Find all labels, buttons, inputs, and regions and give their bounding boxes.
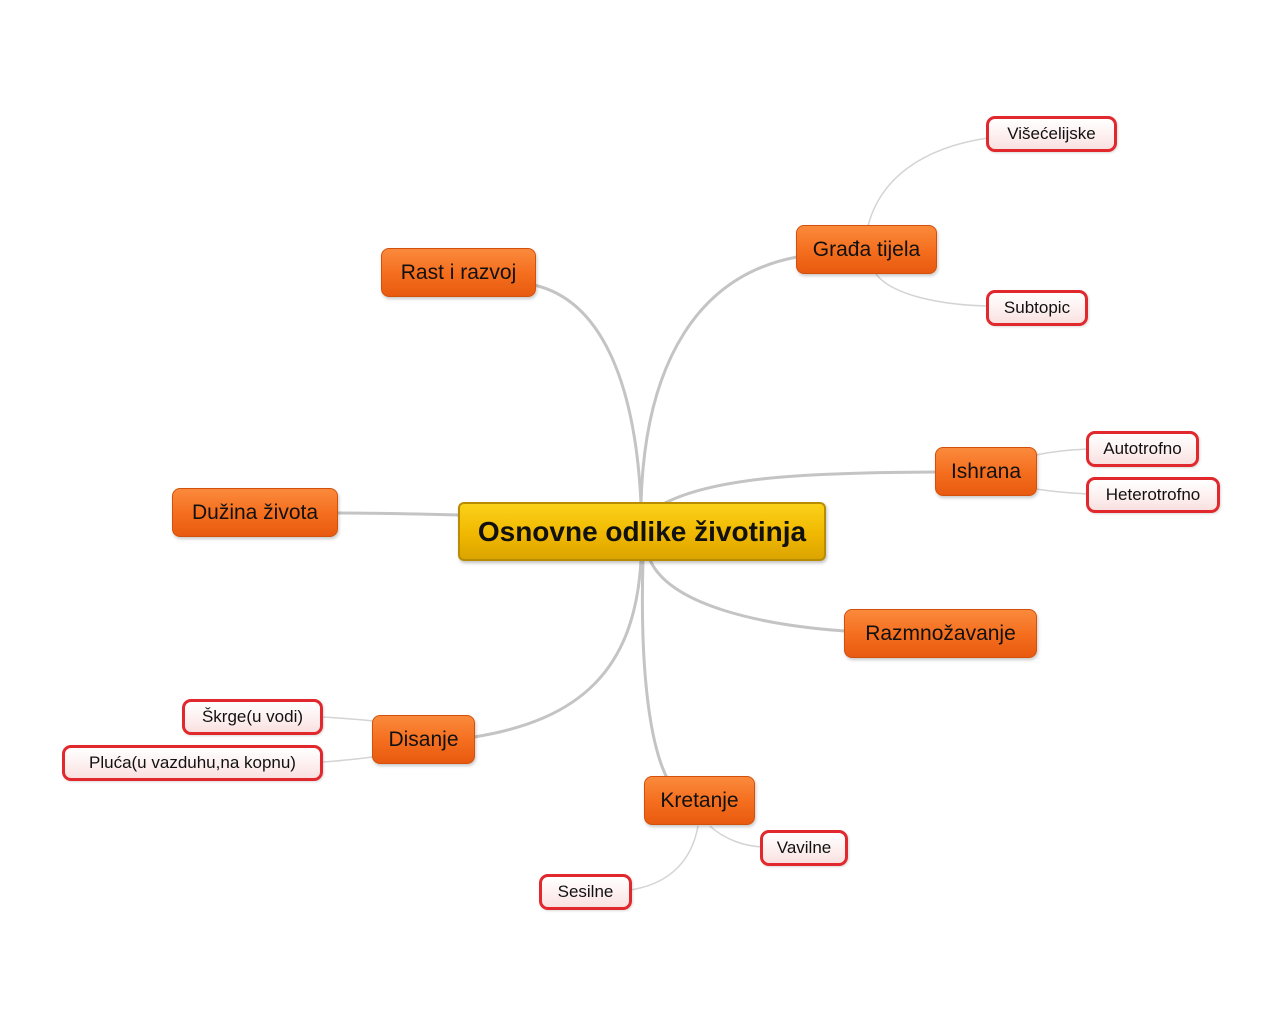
link-kretanje <box>640 559 669 779</box>
link-gradja <box>639 255 798 504</box>
subtopic-label: Sesilne <box>557 882 614 901</box>
subtopic-label: Subtopic <box>1003 298 1071 317</box>
subtopic-visecelijske[interactable]: Višećelijske <box>986 116 1117 152</box>
link-vavilne <box>709 825 763 848</box>
subtopic-subtopic[interactable]: Subtopic <box>986 290 1088 326</box>
central-topic[interactable]: Osnovne odlike životinja <box>458 502 826 561</box>
subtopic-label: Vavilne <box>776 838 832 857</box>
topic-disanje[interactable]: Disanje <box>372 715 475 764</box>
subtopic-vavilne[interactable]: Vavilne <box>760 830 848 866</box>
subtopic-label: Pluća(u vazduhu,na kopnu) <box>89 753 296 772</box>
link-sesilne <box>629 825 699 891</box>
link-razmnozavanje <box>648 559 846 633</box>
subtopic-sesilne[interactable]: Sesilne <box>539 874 632 910</box>
subtopic-label: Heterotrofno <box>1105 485 1201 504</box>
topic-label: Razmnožavanje <box>865 621 1016 645</box>
topic-label: Dužina života <box>191 500 319 524</box>
topic-ishrana[interactable]: Ishrana <box>935 447 1037 496</box>
topic-label: Kretanje <box>660 788 739 812</box>
link-visecelijske <box>867 137 989 227</box>
topic-label: Građa tijela <box>812 237 921 261</box>
subtopic-autotrofno[interactable]: Autotrofno <box>1086 431 1199 467</box>
subtopic-label: Višećelijske <box>1007 124 1096 143</box>
link-disanje <box>473 559 643 739</box>
link-skrge <box>321 716 374 722</box>
topic-rast-i-razvoj[interactable]: Rast i razvoj <box>381 248 536 297</box>
topic-label: Ishrana <box>950 459 1022 483</box>
link-rast <box>533 283 643 504</box>
subtopic-skrge[interactable]: Škrge(u vodi) <box>182 699 323 735</box>
topic-duzina-zivota[interactable]: Dužina života <box>172 488 338 537</box>
central-topic-label: Osnovne odlike životinja <box>477 515 807 547</box>
link-autotrofno <box>1035 448 1089 456</box>
topic-label: Disanje <box>388 727 459 751</box>
link-ishrana <box>664 470 937 505</box>
topic-kretanje[interactable]: Kretanje <box>644 776 755 825</box>
topic-razmnozavanje[interactable]: Razmnožavanje <box>844 609 1037 658</box>
link-subtopic <box>875 273 989 307</box>
topic-gradja-tijela[interactable]: Građa tijela <box>796 225 937 274</box>
subtopic-label: Škrge(u vodi) <box>201 707 304 726</box>
link-heterotrofno <box>1035 488 1089 495</box>
link-duzina <box>336 511 461 517</box>
subtopic-heterotrofno[interactable]: Heterotrofno <box>1086 477 1220 513</box>
subtopic-pluca[interactable]: Pluća(u vazduhu,na kopnu) <box>62 745 323 781</box>
subtopic-label: Autotrofno <box>1103 439 1182 458</box>
topic-label: Rast i razvoj <box>400 260 517 284</box>
link-pluca <box>321 756 374 763</box>
